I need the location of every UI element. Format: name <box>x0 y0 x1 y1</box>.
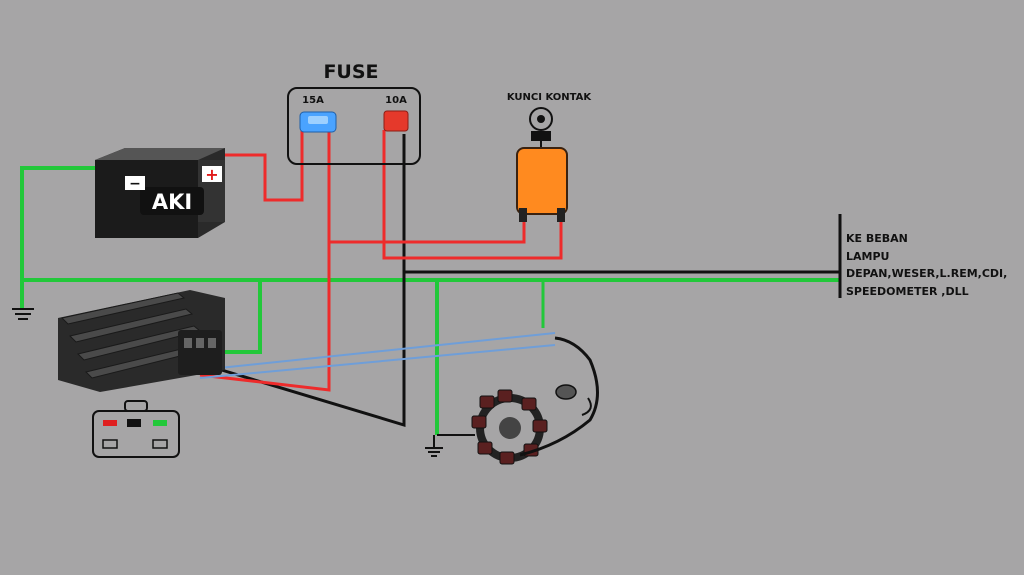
stator-wire-1 <box>199 332 556 371</box>
stator-coil-icon <box>471 336 599 465</box>
ignition-in-wire <box>329 220 526 244</box>
load-line-1: KE BEBAN <box>846 232 908 245</box>
fuse-box: FUSE 15A 10A <box>287 61 421 165</box>
fuse-10a-label: 10A <box>385 95 407 106</box>
stator-ground-icon <box>425 434 475 457</box>
load-line-3: DEPAN,WESER,L.REM,CDI, <box>846 267 1007 280</box>
fuse-15a-out-wire <box>199 130 331 392</box>
ignition-label: KUNCI KONTAK <box>507 92 593 103</box>
load-line-2: LAMPU <box>846 250 889 263</box>
fuse-title: FUSE <box>323 61 378 83</box>
fuse-10a <box>383 110 409 132</box>
connector-pinout-icon <box>92 400 180 458</box>
fuse-15a <box>299 111 337 133</box>
ground-bus-wire <box>20 166 100 309</box>
battery-label: AKI <box>152 190 192 214</box>
stator-wire-2 <box>199 344 556 379</box>
battery-positive-wire <box>218 130 304 202</box>
regulator-rectifier-icon <box>58 290 225 392</box>
ground-icon <box>12 308 34 320</box>
fuse-15a-label: 15A <box>302 95 324 106</box>
regulator-ground-wire <box>222 280 262 354</box>
ignition-switch-icon: KUNCI KONTAK <box>507 92 593 222</box>
battery-negative-terminal: − <box>129 176 141 192</box>
load-label: KE BEBAN LAMPU DEPAN,WESER,L.REM,CDI, SP… <box>846 232 1007 298</box>
battery-icon: AKI − + <box>95 148 225 238</box>
battery-positive-terminal: + <box>205 165 218 184</box>
load-line-4: SPEEDOMETER ,DLL <box>846 285 969 298</box>
fuse-10a-out-wire <box>204 134 406 428</box>
ignition-out-wire <box>382 130 563 260</box>
